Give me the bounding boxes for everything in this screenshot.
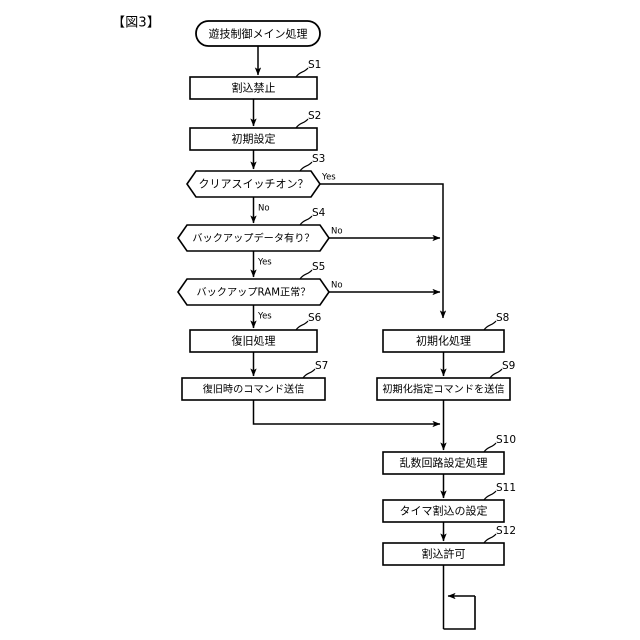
leader-s7 [302,368,316,379]
loop-path [443,596,476,630]
step-label-s7: S7 [315,360,328,372]
branch-label-s3-no: No [258,204,270,214]
step-label-s1: S1 [308,59,321,71]
node-s9-label: 初期化指定コマンドを送信 [382,383,504,396]
leader-s2 [295,118,309,129]
node-s12-label: 割込許可 [422,547,466,561]
leader-s5 [299,269,313,280]
step-label-s4: S4 [312,207,326,219]
leader-s10 [483,442,497,453]
leader-s11 [483,490,497,501]
branch-label-s3-yes: Yes [321,173,336,183]
branch-label-s5-no: No [331,281,343,291]
branch-label-s4-yes: Yes [257,258,272,268]
leader-s8 [483,320,497,331]
step-label-s8: S8 [496,312,509,324]
step-label-s3: S3 [312,153,325,165]
node-s6-label: 復旧処理 [232,335,276,348]
leader-s9 [489,368,503,379]
leader-s3 [299,161,313,172]
node-s11-label: タイマ割込の設定 [400,504,488,518]
node-s1-label: 割込禁止 [232,81,276,95]
node-s4-label: バックアップデータ有り？ [192,232,314,245]
node-s2-label: 初期設定 [232,132,276,146]
node-s10-label: 乱数回路設定処理 [400,456,488,470]
node-s8-label: 初期化処理 [416,334,471,348]
step-label-s10: S10 [496,434,516,446]
step-label-s12: S12 [496,525,516,537]
leader-s6 [295,320,309,331]
leader-s12 [483,533,497,544]
leader-s4 [299,215,313,226]
branch-label-s4-no: No [331,227,343,237]
step-label-s6: S6 [308,312,322,324]
step-label-s2: S2 [308,110,321,122]
step-label-s11: S11 [496,482,516,494]
connector-s7-to-merge [252,400,441,428]
leader-s1 [295,67,309,78]
node-s3-label: クリアスイッチオン？ [199,178,309,191]
step-label-s5: S5 [312,261,325,273]
connector-s3-yes-to-s8 [320,183,447,319]
node-s5-label: バックアップRAM正常？ [196,286,310,299]
step-label-s9: S9 [502,360,515,372]
node-start-label: 遊技制御メイン処理 [209,27,308,41]
branch-label-s5-yes: Yes [257,312,272,322]
figure-title: 【図3】 [112,16,160,31]
node-s7-label: 復旧時のコマンド送信 [203,383,305,396]
